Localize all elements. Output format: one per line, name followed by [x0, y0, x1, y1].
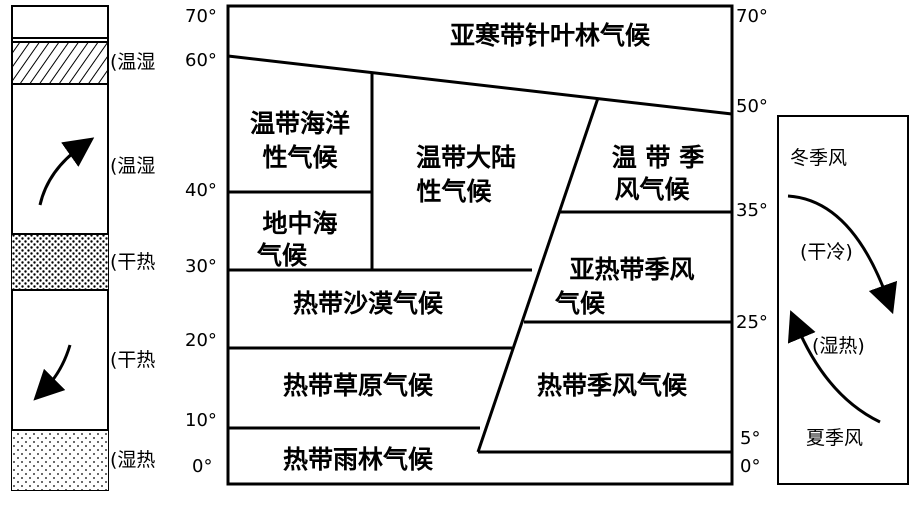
- latitude-tick: 25°: [736, 312, 768, 333]
- climate-zones-box: [226, 4, 734, 486]
- left-belt-column: [11, 5, 109, 491]
- winter-monsoon-arrow-icon: [787, 194, 898, 315]
- zone-labels: 亚寒带针叶林气候 温带海洋 性气候 温带大陆 性气候 地中海 气候 温 带 季 …: [250, 21, 704, 474]
- latitude-tick: 50°: [736, 96, 768, 117]
- zone-tropical-monsoon-label: 热带季风气候: [537, 371, 688, 400]
- latitude-tick: 35°: [736, 200, 768, 221]
- left-belt-labels: (温湿 (温湿 (干热 (干热 (湿热: [110, 51, 155, 471]
- summer-monsoon-nature-label: (湿热): [812, 335, 865, 357]
- belt-label: (温湿: [110, 51, 155, 73]
- zone-mediterranean-label: 地中海: [262, 209, 337, 238]
- latitude-tick: 40°: [185, 180, 217, 201]
- latitude-left-axis: 70° 60° 40° 30° 20° 10° 0°: [185, 6, 217, 477]
- monsoon-box: 冬季风 (干冷) (湿热) 夏季风: [777, 115, 909, 485]
- latitude-tick: 70°: [736, 6, 768, 27]
- zone-temperate-continental-label: 性气候: [416, 177, 492, 206]
- summer-monsoon-arrow-icon: [787, 310, 881, 424]
- zone-subarctic-label: 亚寒带针叶林气候: [450, 21, 651, 50]
- summer-monsoon-label: 夏季风: [806, 427, 863, 449]
- winter-monsoon-label: 冬季风: [790, 147, 847, 169]
- zone-subtropical-monsoon-label: 亚热带季风: [569, 255, 694, 284]
- belt-label: (温湿: [110, 155, 155, 177]
- latitude-tick: 60°: [185, 50, 217, 71]
- belt-label: (干热: [110, 251, 155, 273]
- latitude-tick: 0°: [740, 456, 760, 477]
- zone-mediterranean-label: 气候: [256, 241, 308, 270]
- latitude-tick: 70°: [185, 6, 217, 27]
- latitude-tick: 10°: [185, 410, 217, 431]
- trade-wind-arrow-icon: [33, 344, 72, 401]
- zone-temperate-oceanic-label: 温带海洋: [250, 109, 350, 138]
- latitude-right-axis: 70° 50° 35° 25° 5° 0°: [736, 6, 768, 477]
- westerly-arrow-icon: [38, 137, 95, 206]
- latitude-tick: 0°: [192, 456, 212, 477]
- zone-temperate-monsoon-label: 温 带 季: [612, 143, 704, 172]
- latitude-tick: 20°: [185, 330, 217, 351]
- zone-temperate-oceanic-label: 性气候: [262, 143, 338, 172]
- zone-temperate-continental-label: 温带大陆: [416, 143, 516, 172]
- latitude-tick: 5°: [740, 428, 760, 449]
- sparse-dotted-belt: [12, 430, 108, 490]
- hatched-belt: [12, 42, 108, 84]
- belt-label: (干热: [110, 349, 155, 371]
- zone-subtropical-monsoon-label: 气候: [554, 289, 606, 318]
- zone-tropical-savanna-label: 热带草原气候: [283, 371, 434, 400]
- belt-label: (湿热: [110, 449, 155, 471]
- dense-dotted-belt: [12, 234, 108, 290]
- zone-tropical-desert-label: 热带沙漠气候: [293, 289, 444, 318]
- latitude-tick: 30°: [185, 256, 217, 277]
- zone-tropical-rainforest-label: 热带雨林气候: [283, 445, 434, 474]
- zone-temperate-monsoon-label: 风气候: [614, 175, 690, 204]
- winter-monsoon-nature-label: (干冷): [800, 241, 853, 263]
